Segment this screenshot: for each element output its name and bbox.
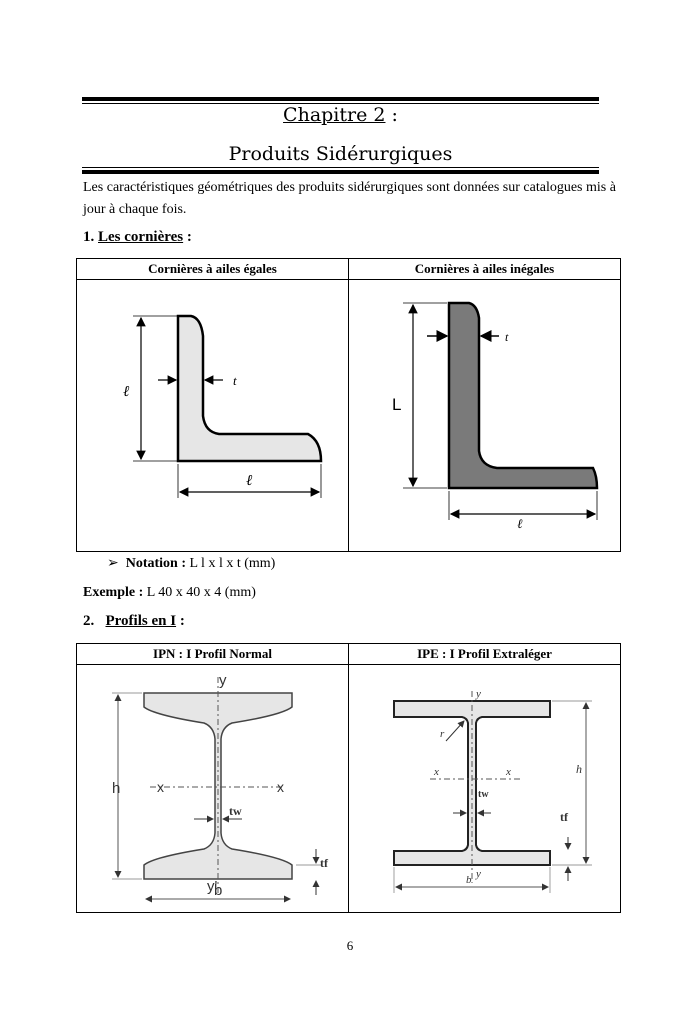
angles-table: Cornières à ailes égales Cornières à ail… — [76, 258, 621, 552]
notation-bullet-icon: ➢ — [107, 556, 119, 571]
ipe-r-label: r — [440, 728, 445, 740]
intro-paragraph: Les caractéristiques géométriques des pr… — [83, 180, 616, 217]
angles-header-equal: Cornières à ailes égales — [76, 258, 349, 280]
chapter-title: Chapitre 2 : — [82, 104, 599, 126]
ipn-figure: y y' x x h tw tf b — [111, 672, 329, 902]
unequal-angle-figure: L ℓ t — [392, 301, 598, 531]
section2-number: 2. — [83, 613, 95, 629]
i-profiles-table: IPN : I Profil Normal IPE : I Profil Ext… — [76, 643, 621, 913]
example-value: L 40 x 40 x 4 (mm) — [143, 585, 256, 600]
ipn-x-right-label: x — [277, 779, 284, 795]
ipe-cell: y y x x r h tw tf b — [348, 664, 621, 913]
ipe-h-label: h — [576, 762, 582, 776]
ipn-x-left-label: x — [157, 779, 164, 795]
ipe-header: IPE : I Profil Extraléger — [348, 643, 621, 665]
bottom-rule-thick — [82, 170, 599, 174]
ipe-tf-label: tf — [560, 810, 569, 824]
example-line: Exemple : L 40 x 40 x 4 (mm) — [83, 585, 256, 601]
section1-colon: : — [183, 229, 192, 245]
notation-value: L l x l x t (mm) — [186, 556, 276, 571]
top-rule-thin — [82, 103, 599, 104]
notation-label: Notation : — [125, 556, 187, 571]
ipe-y-top-label: y — [475, 688, 481, 700]
ipe-x-left-label: x — [433, 766, 439, 778]
notation-line: ➢ Notation : L l x l x t (mm) — [107, 555, 275, 572]
ipe-x-right-label: x — [505, 766, 511, 778]
ipn-b-label: b — [214, 882, 222, 899]
unequal-vertical-dim-label: L — [392, 395, 401, 414]
ipn-cell: y y' x x h tw tf b — [76, 664, 349, 913]
section2-title: Profils en I — [105, 613, 177, 629]
chapter-title-main: Chapitre 2 — [283, 104, 386, 126]
angles-header-unequal: Cornières à ailes inégales — [348, 258, 621, 280]
unequal-horizontal-dim-label: ℓ — [517, 516, 523, 531]
ipn-shape — [142, 691, 293, 880]
section2-colon: : — [176, 613, 185, 629]
ipn-header: IPN : I Profil Normal — [76, 643, 349, 665]
ipn-tf-label: tf — [320, 856, 329, 870]
section1-heading: 1. Les cornières : — [83, 229, 192, 246]
unequal-thickness-label: t — [505, 330, 509, 344]
ipe-y-bottom-label: y — [475, 868, 481, 880]
equal-angle-figure: ℓ ℓ t — [123, 314, 322, 498]
section1-title: Les cornières — [98, 229, 184, 245]
ipn-y-bottom-label: y' — [207, 878, 218, 895]
equal-thickness-label: t — [233, 373, 237, 388]
ipe-b-label: b — [466, 874, 472, 886]
equal-vertical-dim-label: ℓ — [123, 384, 129, 400]
section2-heading: 2. Profils en I : — [83, 613, 185, 630]
equal-angle-cell: ℓ ℓ t — [76, 279, 349, 552]
equal-angle-shape — [176, 314, 322, 462]
section1-number: 1. — [83, 229, 95, 245]
ipn-y-top-label: y — [219, 672, 227, 689]
bottom-rule-thin — [82, 167, 599, 168]
top-rule-thick — [82, 97, 599, 101]
equal-horizontal-dim-label: ℓ — [246, 473, 252, 489]
example-label: Exemple : — [83, 585, 144, 600]
ipe-figure: y y x x r h tw tf b — [392, 688, 592, 893]
chapter-title-colon: : — [385, 104, 398, 126]
unequal-angle-shape — [447, 301, 598, 489]
ipn-h-label: h — [112, 780, 120, 797]
ipe-tw-label: tw — [478, 789, 489, 800]
page-number: 6 — [346, 938, 354, 953]
ipn-tw-label: tw — [229, 804, 242, 818]
chapter-subtitle: Produits Sidérurgiques — [228, 143, 453, 165]
ipe-shape — [392, 699, 551, 866]
unequal-angle-cell: L ℓ t — [348, 279, 621, 552]
